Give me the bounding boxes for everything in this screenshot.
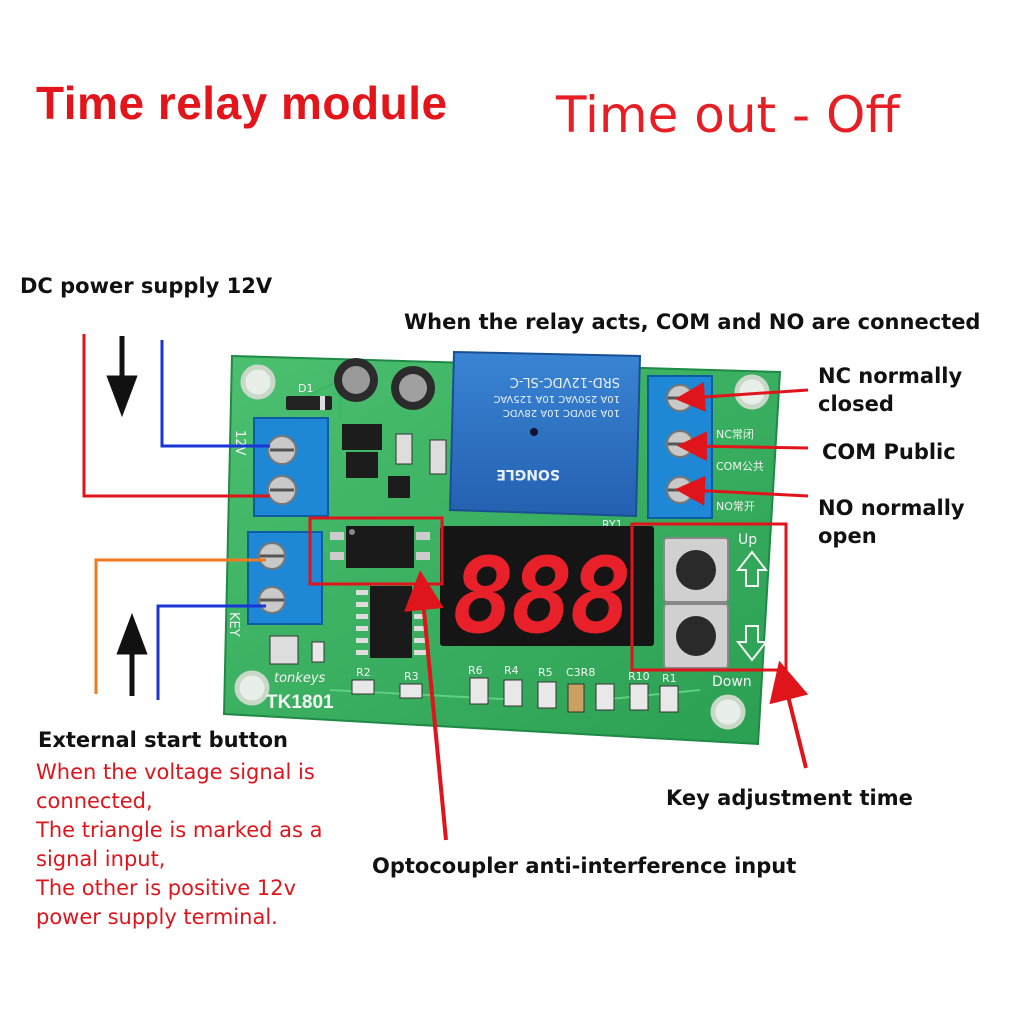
orange-signal-wire [94,558,266,694]
r1-label: R1 [662,672,677,685]
down-arrow-icon [735,625,769,662]
com-pointer-line [677,431,809,462]
terminal-no-label: NO常开 [716,500,755,513]
mount-hole [234,670,270,706]
down-label: Down [712,674,752,690]
smd-component [395,433,413,465]
key-adjust-arrow [769,660,809,769]
optocoupler-chip [330,526,430,568]
red-power-wire [82,334,270,498]
brand-label: tonkeys [274,671,326,686]
page-subtitle: Time out - Off [556,86,900,144]
optocoupler-arrow [404,570,448,841]
optocoupler-label: Optocoupler anti-interference input [372,854,797,878]
up-arrow-icon [735,550,769,587]
blue-power-wire [160,340,270,448]
seven-segment-display: 888 [440,526,654,657]
mount-hole [710,694,746,730]
svg-text:SONGLE: SONGLE [496,466,560,482]
smd-component [388,476,410,498]
d1-label: D1 [298,382,313,395]
note-line: The other is positive 12v [36,876,296,900]
note-line: power supply terminal. [36,905,278,929]
power-terminal-block [253,417,329,517]
up-label: Up [738,532,757,548]
relay: SRD-12VDC-SL-C 10A 250VAC 10A 125VAC 10A… [448,350,642,518]
capacitor [334,358,378,402]
no-label-line1: NO normally [818,496,965,520]
nc-label-line1: NC normally [818,364,963,388]
r4-label: R4 [504,664,519,677]
svg-text:SRD-12VDC-SL-C: SRD-12VDC-SL-C [510,374,620,389]
no-pointer-line [675,475,809,506]
com-label: COM Public [822,440,956,464]
r6-label: R6 [468,664,483,677]
r2-label: R2 [356,666,371,679]
model-label: TK1801 [266,692,334,713]
capacitor [391,366,435,410]
c3r8-label: C3R8 [566,666,595,679]
v12-label: 12V [232,430,247,456]
mount-hole [240,364,276,400]
optocoupler-highlight-box [308,516,444,586]
nc-pointer-line [675,382,809,412]
no-label-line2: open [818,524,877,548]
note-line: connected, [36,789,153,813]
resistor-row [269,635,679,713]
note-line: signal input, [36,847,166,871]
svg-text:888: 888 [452,535,628,657]
key-label: KEY [226,612,241,637]
r3-label: R3 [404,670,419,683]
nc-label-line2: closed [818,392,894,416]
up-push-button [663,537,729,603]
r10-label: R10 [628,670,650,683]
relay-acts-label: When the relay acts, COM and NO are conn… [404,310,981,334]
r5-label: R5 [538,666,553,679]
note-line: The triangle is marked as a [36,818,323,842]
keys-highlight-box [630,522,788,672]
svg-text:10A 250VAC 10A 125VAC: 10A 250VAC 10A 125VAC [493,393,620,404]
terminal-nc-label: NC常闭 [716,428,754,441]
down-push-button [663,603,729,669]
external-start-label: External start button [38,728,289,752]
dc-power-label: DC power supply 12V [20,274,273,298]
key-up-arrow-icon [116,612,148,696]
smd-component [429,439,447,475]
power-down-arrow-icon [106,336,138,418]
note-line: When the voltage signal is [36,760,315,784]
transistor [342,424,382,478]
key-adjust-label: Key adjustment time [666,786,913,810]
diode [286,396,332,410]
page-title: Time relay module [36,77,448,129]
blue-signal-wire [156,604,266,700]
svg-text:10A 30VDC 10A 28VDC: 10A 30VDC 10A 28VDC [503,407,620,418]
terminal-com-label: COM公共 [716,460,764,473]
